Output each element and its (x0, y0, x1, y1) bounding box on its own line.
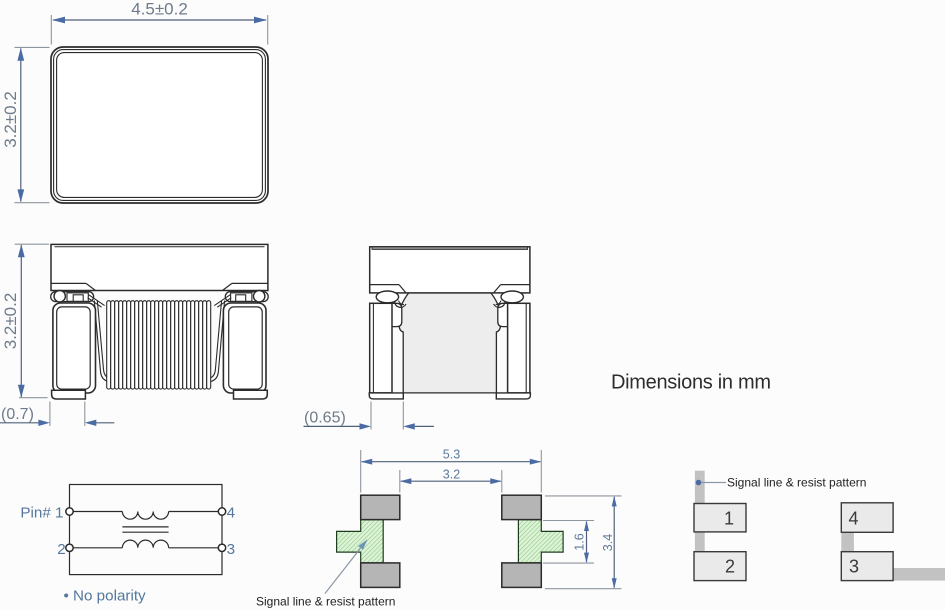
svg-text:• No polarity: • No polarity (64, 588, 147, 605)
svg-text:2: 2 (57, 541, 65, 558)
svg-text:(0.65): (0.65) (304, 410, 346, 427)
svg-text:4: 4 (848, 508, 858, 528)
svg-text:(0.7): (0.7) (1, 406, 34, 423)
svg-text:3: 3 (227, 541, 235, 558)
svg-text:Pin# 1: Pin# 1 (20, 505, 63, 522)
svg-text:2: 2 (725, 556, 735, 576)
svg-text:3.2±0.2: 3.2±0.2 (1, 91, 20, 148)
svg-text:Dimensions in mm: Dimensions in mm (611, 372, 771, 394)
svg-text:3.2±0.2: 3.2±0.2 (1, 293, 20, 350)
svg-text:3.2: 3.2 (443, 467, 460, 481)
svg-text:4.5±0.2: 4.5±0.2 (131, 0, 188, 19)
svg-text:1: 1 (724, 508, 734, 528)
svg-text:4: 4 (227, 505, 235, 522)
svg-text:3.4: 3.4 (601, 534, 615, 551)
svg-text:Signal line & resist pattern: Signal line & resist pattern (256, 594, 395, 608)
svg-text:5.3: 5.3 (443, 448, 460, 462)
svg-text:1.6: 1.6 (573, 533, 587, 550)
svg-text:Signal line & resist pattern: Signal line & resist pattern (727, 476, 866, 490)
svg-text:3: 3 (849, 556, 859, 576)
